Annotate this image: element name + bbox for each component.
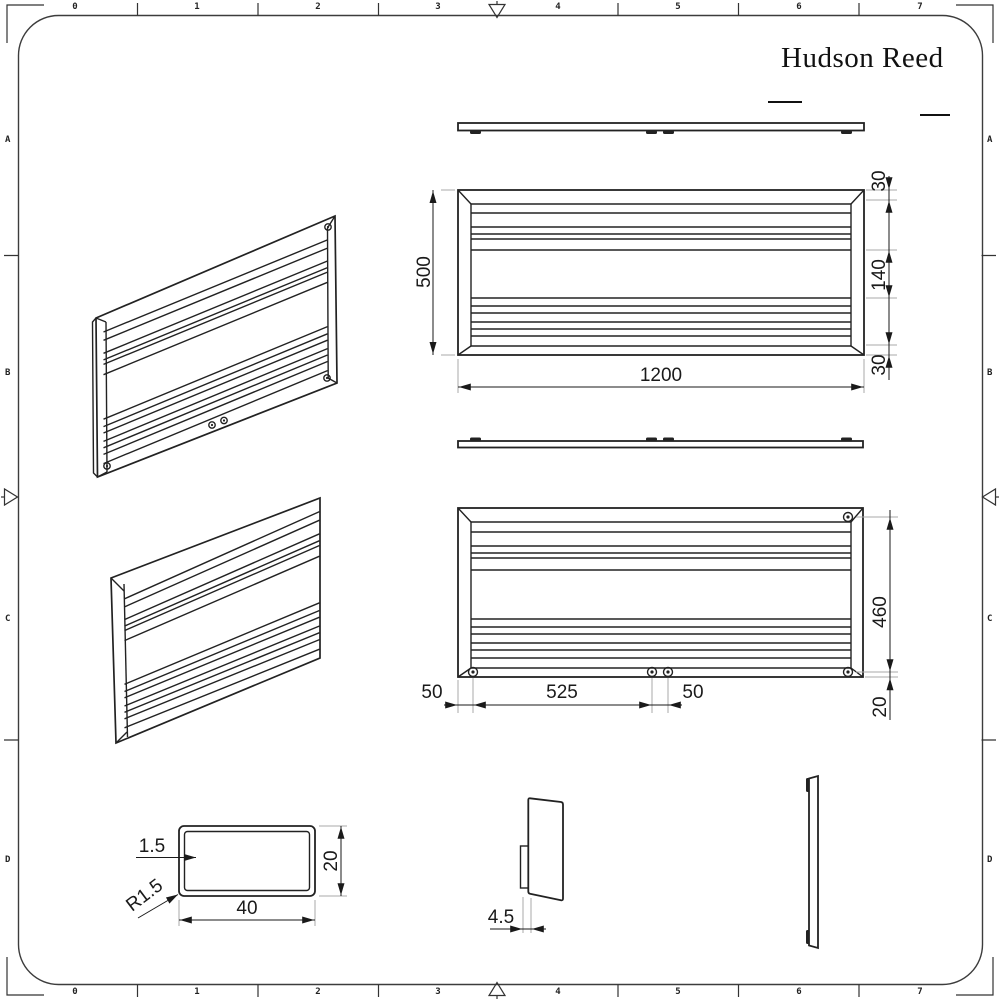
svg-text:460: 460 <box>870 596 891 628</box>
svg-text:4.5: 4.5 <box>488 907 514 928</box>
right-ruler-label-b: B <box>987 368 993 378</box>
svg-text:1.5: 1.5 <box>139 836 165 857</box>
side-bar <box>808 774 819 950</box>
bottom-ruler-label-7: 7 <box>917 987 923 997</box>
trim-mark-top-right <box>956 4 994 43</box>
bottom-ruler-label-2: 2 <box>315 987 321 997</box>
mounting-holes <box>103 223 332 470</box>
bracket-body <box>527 797 564 902</box>
tube-inner-wall <box>183 830 311 892</box>
logo-text: Hudson Reed <box>781 42 944 74</box>
left-ruler-label-d: D <box>5 855 11 865</box>
dim-front-height: 500 <box>414 189 455 356</box>
bottom-ruler-label-3: 3 <box>435 987 441 997</box>
left-ruler-label-b: B <box>5 368 11 378</box>
svg-text:20: 20 <box>870 696 891 717</box>
perspective-front-rails <box>124 510 320 729</box>
svg-text:30: 30 <box>869 354 890 375</box>
right-ruler-label-a: A <box>987 135 993 145</box>
tube-outer-wall <box>178 825 316 897</box>
top-ruler-label-7: 7 <box>917 2 923 12</box>
left-ruler-ticks <box>4 254 19 741</box>
left-ruler-label-a: A <box>5 135 11 145</box>
bottom-ruler-label-5: 5 <box>675 987 681 997</box>
top-ruler-label-0: 0 <box>72 2 78 12</box>
front-view-rails <box>471 212 851 337</box>
svg-text:30: 30 <box>869 170 890 191</box>
center-mark-right <box>981 487 999 507</box>
logo-underscore <box>920 114 950 116</box>
svg-text:500: 500 <box>414 256 435 288</box>
brand-logo: Hudson Reed <box>768 42 968 116</box>
trim-mark-top-left <box>6 4 44 43</box>
top-ruler-label-1: 1 <box>194 2 200 12</box>
svg-text:40: 40 <box>236 898 257 919</box>
top-ruler-label-5: 5 <box>675 2 681 12</box>
top-ruler-label-2: 2 <box>315 2 321 12</box>
top-view-bar <box>457 122 865 132</box>
tube-section-detail: 1.5 R1.5 40 20 <box>122 825 347 926</box>
top-ruler-ticks <box>136 3 860 16</box>
bottom-view-feet <box>470 437 852 441</box>
dim-front-chain: 30 140 30 <box>866 170 897 380</box>
dim-section-height: 20 <box>319 825 347 897</box>
perspective-back-rails <box>103 239 328 465</box>
perspective-back-view <box>91 214 338 479</box>
back-view-outline <box>457 507 864 678</box>
svg-text:20: 20 <box>321 850 342 871</box>
center-mark-top <box>487 1 507 19</box>
svg-text:R1.5: R1.5 <box>122 875 167 916</box>
right-ruler-label-c: C <box>987 614 993 624</box>
front-view-drawing: 500 1200 30 140 30 <box>414 122 897 393</box>
drawing-border <box>17 14 984 986</box>
bottom-view-bar <box>457 440 864 449</box>
dim-back-chain: 50 525 50 <box>421 678 704 713</box>
perspective-front-view <box>110 496 321 745</box>
bottom-ruler-ticks <box>136 984 860 997</box>
svg-text:50: 50 <box>682 682 703 703</box>
center-mark-left <box>1 487 19 507</box>
logo-strike-line <box>768 101 802 103</box>
bracket-side-view: 4.5 <box>488 797 564 933</box>
svg-text:140: 140 <box>869 259 890 291</box>
right-ruler-label-d: D <box>987 855 993 865</box>
center-mark-bottom <box>487 981 507 999</box>
trim-mark-bottom-left <box>6 957 44 996</box>
dim-section-width: 40 <box>178 898 316 926</box>
svg-text:525: 525 <box>546 682 578 703</box>
trim-mark-bottom-right <box>956 957 994 996</box>
dim-back-height: 460 20 <box>856 510 898 720</box>
bottom-ruler-label-4: 4 <box>555 987 561 997</box>
back-view-rails <box>471 531 851 659</box>
left-ruler-label-c: C <box>5 614 11 624</box>
mounting-holes-back <box>467 511 854 678</box>
svg-text:1200: 1200 <box>640 365 682 386</box>
bottom-ruler-label-1: 1 <box>194 987 200 997</box>
top-ruler-label-6: 6 <box>796 2 802 12</box>
bottom-ruler-label-6: 6 <box>796 987 802 997</box>
front-view-outline <box>457 189 865 356</box>
svg-text:50: 50 <box>421 682 442 703</box>
top-ruler-label-3: 3 <box>435 2 441 12</box>
top-view-feet <box>470 130 852 134</box>
dim-bracket-depth: 4.5 <box>488 897 546 933</box>
right-ruler-ticks <box>981 254 996 741</box>
dim-front-width: 1200 <box>457 359 865 393</box>
bottom-ruler-label-0: 0 <box>72 987 78 997</box>
top-ruler-label-4: 4 <box>555 2 561 12</box>
dim-section-radius: R1.5 <box>122 875 179 919</box>
back-view-drawing: 50 525 50 460 20 <box>421 437 898 720</box>
side-elevation-view <box>806 774 819 950</box>
dim-section-wall: 1.5 <box>136 836 196 861</box>
